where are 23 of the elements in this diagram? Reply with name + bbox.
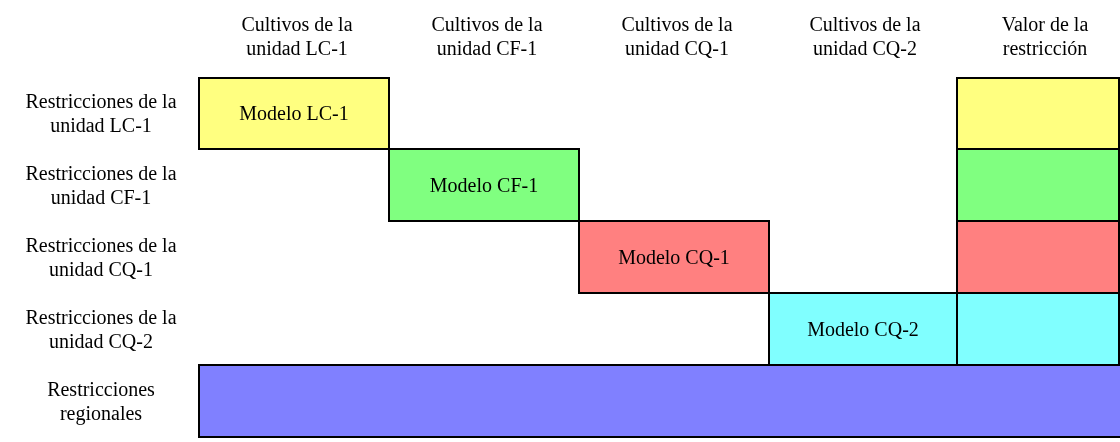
column-header: Cultivos de la unidad CQ-1	[620, 12, 734, 60]
row-header: Restricciones de la unidad CQ-2	[24, 305, 178, 353]
model-label: Modelo CF-1	[429, 173, 539, 197]
regional-bar	[198, 364, 1120, 438]
column-header: Valor de la restricción	[1000, 12, 1090, 60]
column-header: Cultivos de la unidad CQ-2	[808, 12, 922, 60]
column-header: Cultivos de la unidad CF-1	[430, 12, 544, 60]
row-header: Restricciones regionales	[46, 377, 156, 425]
model-box	[388, 148, 580, 222]
model-label: Modelo CQ-2	[807, 317, 919, 341]
model-box	[578, 220, 770, 294]
value-box	[956, 220, 1120, 294]
value-box	[956, 292, 1120, 366]
column-header: Cultivos de la unidad LC-1	[240, 12, 354, 60]
row-header: Restricciones de la unidad CQ-1	[24, 233, 178, 281]
model-box	[198, 77, 390, 150]
value-box	[956, 148, 1120, 222]
row-header: Restricciones de la unidad CF-1	[24, 161, 178, 209]
model-box	[768, 292, 958, 366]
value-box	[956, 77, 1120, 150]
model-label: Modelo CQ-1	[618, 245, 730, 269]
model-label: Modelo LC-1	[239, 102, 349, 125]
row-header: Restricciones de la unidad LC-1	[24, 89, 178, 137]
